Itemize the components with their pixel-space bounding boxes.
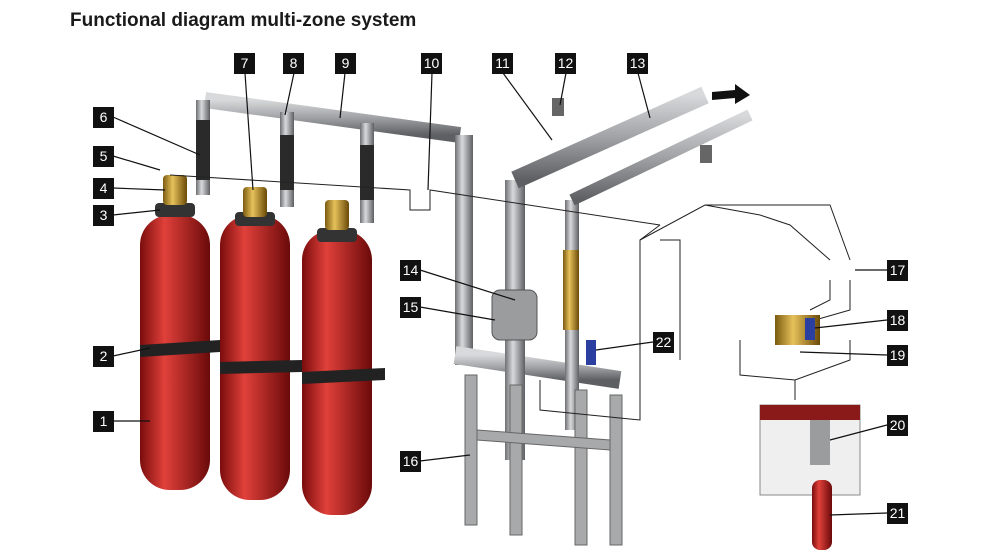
callout-16: 16 — [400, 451, 421, 472]
callout-22: 22 — [653, 332, 674, 353]
callout-15: 15 — [400, 297, 421, 318]
callout-9: 9 — [335, 53, 356, 74]
callout-2: 2 — [93, 346, 114, 367]
leader-lines — [112, 72, 888, 516]
callout-20: 20 — [887, 415, 908, 436]
valve-stand — [464, 374, 623, 546]
callout-7: 7 — [234, 53, 255, 74]
callout-10: 10 — [421, 53, 442, 74]
gas-cylinders — [140, 175, 385, 515]
callout-14: 14 — [400, 260, 421, 281]
callout-6: 6 — [93, 107, 114, 128]
callout-17: 17 — [887, 260, 908, 281]
callout-3: 3 — [93, 205, 114, 226]
callout-1: 1 — [93, 411, 114, 432]
callout-11: 11 — [492, 53, 513, 74]
callout-8: 8 — [283, 53, 304, 74]
callout-13: 13 — [627, 53, 648, 74]
callout-12: 12 — [555, 53, 576, 74]
pilot-cylinder-cabinet — [759, 315, 861, 550]
callout-18: 18 — [887, 310, 908, 331]
callout-21: 21 — [887, 503, 908, 524]
control-lines — [169, 174, 851, 421]
flow-direction-arrow-icon — [712, 84, 750, 104]
callout-5: 5 — [93, 146, 114, 167]
callout-19: 19 — [887, 345, 908, 366]
diagram-title: Functional diagram multi-zone system — [70, 10, 417, 31]
callout-4: 4 — [93, 178, 114, 199]
